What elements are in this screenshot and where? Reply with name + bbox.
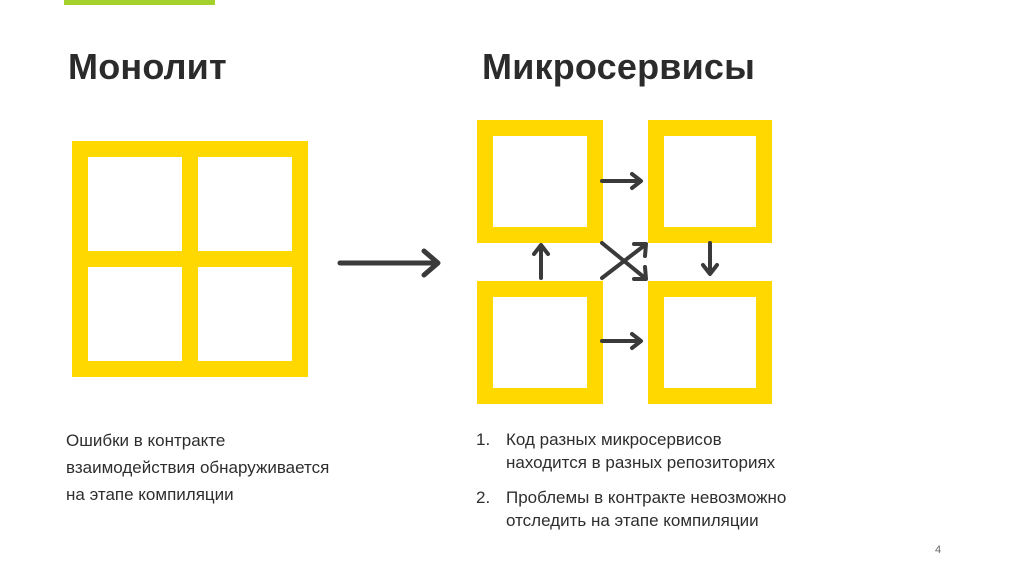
arrow-up-icon	[532, 243, 550, 280]
microservices-list: 1. Код разных микросервисов находится в …	[476, 428, 916, 544]
monolith-title: Монолит	[68, 46, 227, 87]
monolith-cell	[72, 141, 198, 267]
list-item-line: Код разных микросервисов	[506, 430, 722, 449]
list-item-line: Проблемы в контракте невозможно	[506, 488, 787, 507]
list-item: 1. Код разных микросервисов находится в …	[476, 428, 916, 474]
monolith-cell	[182, 141, 308, 267]
service-box-top-right	[648, 120, 772, 243]
list-item-line: находится в разных репозиториях	[506, 453, 776, 472]
caption-line: взаимодействия обнаруживается	[66, 458, 330, 477]
monolith-cell	[182, 251, 308, 377]
list-number: 2.	[476, 488, 491, 507]
list-item-line: отследить на этапе компиляции	[506, 511, 759, 530]
service-box-bottom-right	[648, 281, 772, 404]
list-item: 2. Проблемы в контракте невозможно отсле…	[476, 486, 916, 532]
accent-bar	[64, 0, 215, 5]
list-number: 1.	[476, 430, 491, 449]
monolith-block	[72, 141, 308, 377]
service-box-bottom-left	[477, 281, 603, 404]
arrow-right-icon	[600, 332, 643, 350]
arrow-down-icon	[701, 241, 719, 276]
monolith-cell	[72, 251, 198, 377]
page-number: 4	[935, 544, 942, 556]
arrow-right-icon	[337, 248, 441, 278]
caption-line: Ошибки в контракте	[66, 431, 226, 450]
monolith-caption: Ошибки в контракте взаимодействия обнару…	[66, 427, 426, 508]
service-box-top-left	[477, 120, 603, 243]
microservices-title: Микросервисы	[482, 46, 756, 87]
cross-arrows-icon	[600, 241, 648, 281]
arrow-right-icon	[600, 172, 643, 190]
caption-line: на этапе компиляции	[66, 485, 234, 504]
